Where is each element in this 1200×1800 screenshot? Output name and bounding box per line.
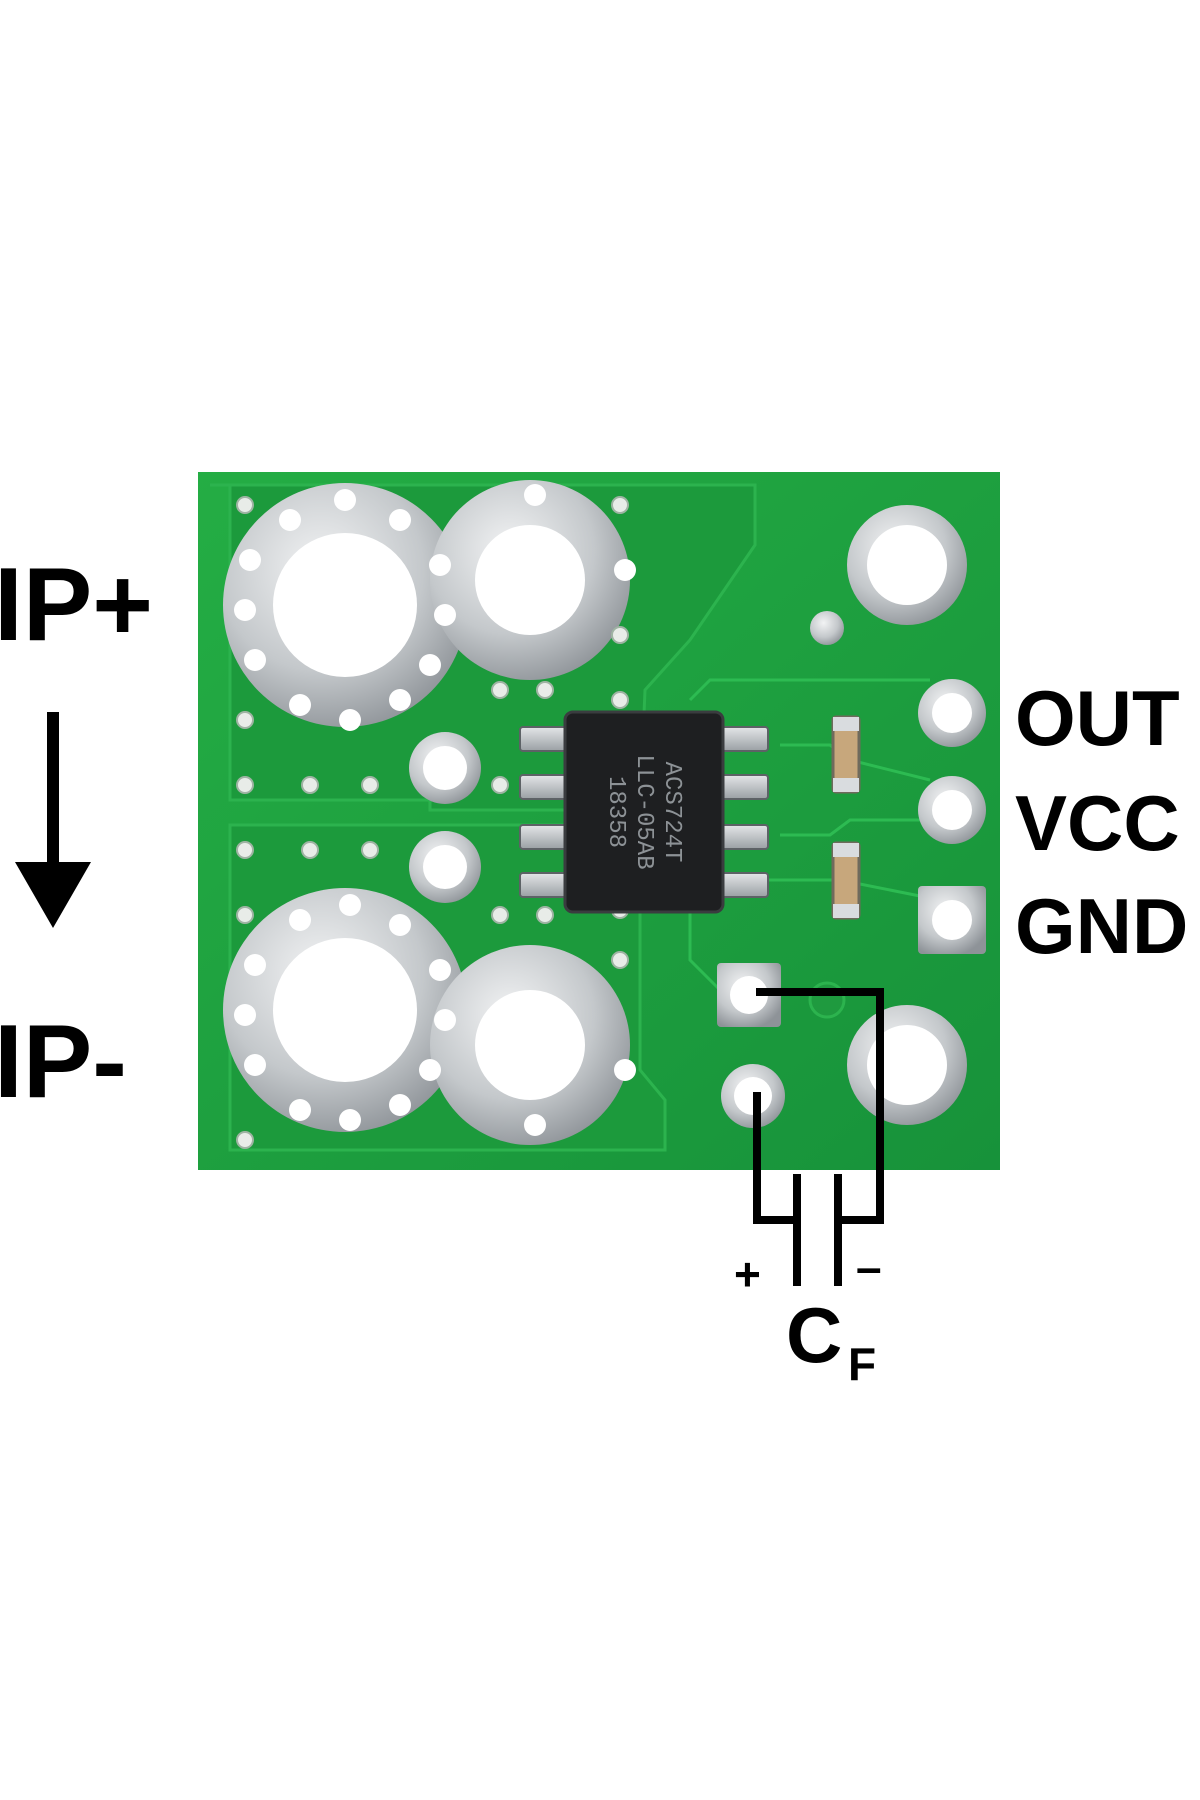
terminal-ip-minus <box>223 888 630 1145</box>
small-vias <box>236 496 629 1149</box>
ring-vias <box>234 484 636 1136</box>
label-gnd: GND <box>1015 882 1188 970</box>
label-ip-minus: IP- <box>0 1004 127 1120</box>
header-pins <box>918 679 986 954</box>
chip-marking: ACS724T LLC-05AB 18358 <box>602 754 685 869</box>
label-ip-plus: IP+ <box>0 547 153 663</box>
chip-line3: 18358 <box>602 776 629 848</box>
medium-holes <box>409 732 481 903</box>
label-cap-plus: + <box>734 1248 761 1300</box>
label-vcc: VCC <box>1015 779 1180 867</box>
label-out: OUT <box>1015 674 1180 762</box>
smd-capacitors <box>831 715 861 920</box>
capacitor-symbol <box>753 988 884 1286</box>
label-cap-minus: – <box>856 1241 882 1293</box>
label-cap-name: C <box>786 1291 842 1379</box>
label-cap-sub: F <box>848 1338 876 1390</box>
ic-chip <box>565 712 723 912</box>
mounting-holes <box>808 505 967 1125</box>
chip-line1: ACS724T <box>658 762 685 863</box>
down-arrow-icon <box>15 712 91 928</box>
terminal-ip-plus <box>223 480 630 727</box>
chip-line2: LLC-05AB <box>630 754 657 869</box>
